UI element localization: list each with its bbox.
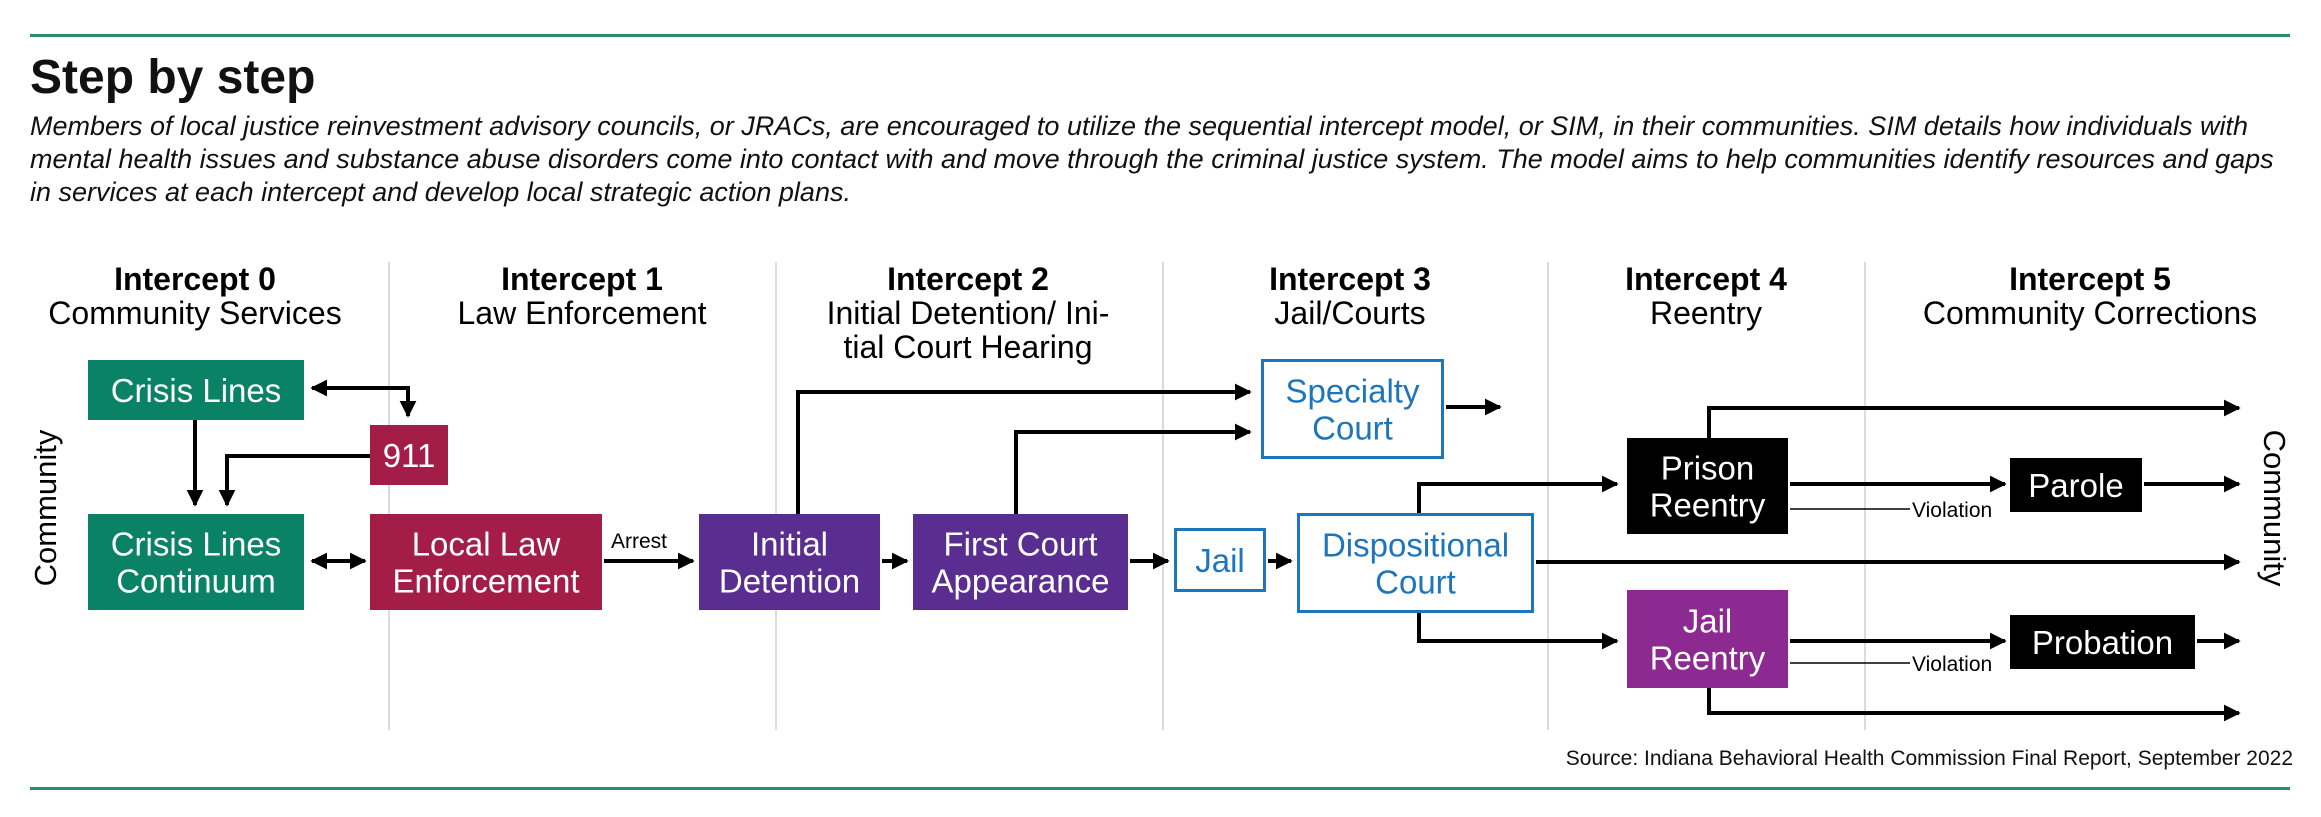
node-label: Jail xyxy=(1683,602,1733,639)
arrow-dispositional-prison xyxy=(1417,475,1619,513)
node-crisis-lines: Crisis Lines xyxy=(88,360,304,420)
node-label: Probation xyxy=(2032,624,2173,661)
arrow-detention-specialty xyxy=(796,383,1252,514)
node-box xyxy=(699,514,880,610)
node-jail: Jail xyxy=(1174,528,1266,592)
node-label: Detention xyxy=(719,562,860,599)
intercept-5-name: Community Corrections xyxy=(1923,295,2257,331)
node-box xyxy=(1627,438,1788,534)
node-label: Local Law xyxy=(412,525,561,562)
source-note: Source: Indiana Behavioral Health Commis… xyxy=(1565,747,2293,770)
node-label: Court xyxy=(1312,409,1393,446)
node-box xyxy=(370,514,602,610)
violation-label-probation: Violation xyxy=(1912,653,1992,676)
arrow-911-continuum xyxy=(218,454,370,507)
node-label: Crisis Lines xyxy=(111,372,282,409)
node-label: Court xyxy=(1375,563,1456,600)
node-label: Crisis Lines xyxy=(111,525,282,562)
community-label-left: Community xyxy=(28,429,63,586)
arrow-dispositional-jail-reentry xyxy=(1417,613,1619,650)
node-label: Initial xyxy=(751,525,828,562)
arrow-first-court-specialty xyxy=(1014,423,1252,514)
node-label: Continuum xyxy=(116,562,276,599)
node-label: Jail xyxy=(1195,542,1245,579)
intercept-1-name: Law Enforcement xyxy=(457,295,706,331)
node-label: 911 xyxy=(383,437,436,474)
intercept-2-number: Intercept 2 xyxy=(887,261,1049,297)
node-parole: Parole xyxy=(2010,458,2142,512)
node-label: First Court xyxy=(943,525,1097,562)
intro-paragraph: Members of local justice reinvestment ad… xyxy=(30,111,2274,207)
node-box xyxy=(1297,513,1534,613)
arrow-jail-reentry-community-bottom xyxy=(1707,688,2241,722)
connectors xyxy=(186,379,2241,722)
intercept-1-number: Intercept 1 xyxy=(501,261,663,297)
node-label: Dispositional xyxy=(1322,526,1509,563)
node-label: Specialty xyxy=(1286,372,1420,409)
node-box xyxy=(88,514,304,610)
intercept-0-name: Community Services xyxy=(48,295,341,331)
node-label: Parole xyxy=(2028,467,2123,504)
node-label: Prison xyxy=(1661,449,1755,486)
intercept-4-name: Reentry xyxy=(1650,295,1762,331)
intercept-0-number: Intercept 0 xyxy=(114,261,276,297)
violation-label-parole: Violation xyxy=(1912,499,1992,522)
node-box xyxy=(88,360,304,420)
intercept-4-number: Intercept 4 xyxy=(1625,261,1787,297)
violation-lines xyxy=(1790,508,1910,664)
arrest-label: Arrest xyxy=(611,530,667,553)
arrow-prison-community-top xyxy=(1707,399,2241,438)
node-label: Reentry xyxy=(1650,639,1766,676)
node-label: Reentry xyxy=(1650,486,1766,523)
arrow-crisis-lines-911 xyxy=(310,379,417,418)
page-title: Step by step xyxy=(30,51,316,104)
node-box xyxy=(1627,590,1788,688)
intercept-5-number: Intercept 5 xyxy=(2009,261,2171,297)
node-box xyxy=(913,514,1128,610)
node-label: Enforcement xyxy=(392,562,579,599)
intercept-3-name: Jail/Courts xyxy=(1274,295,1425,331)
intercept-2-name: Initial Detention/ Ini- xyxy=(827,295,1110,331)
column-dividers xyxy=(388,262,1866,730)
node-box xyxy=(2010,615,2195,669)
community-label-right: Community xyxy=(2257,430,2292,587)
node-nine-one-one: 911 xyxy=(370,425,448,485)
node-box xyxy=(1174,528,1266,592)
bottom-rule xyxy=(30,787,2290,790)
node-label: Appearance xyxy=(932,562,1110,599)
node-box xyxy=(370,425,448,485)
node-box xyxy=(2010,458,2142,512)
node-box xyxy=(1261,359,1444,459)
intercept-3-number: Intercept 3 xyxy=(1269,261,1431,297)
intercept-2-name: tial Court Hearing xyxy=(844,329,1093,365)
top-rule xyxy=(30,34,2290,37)
node-probation: Probation xyxy=(2010,615,2195,669)
